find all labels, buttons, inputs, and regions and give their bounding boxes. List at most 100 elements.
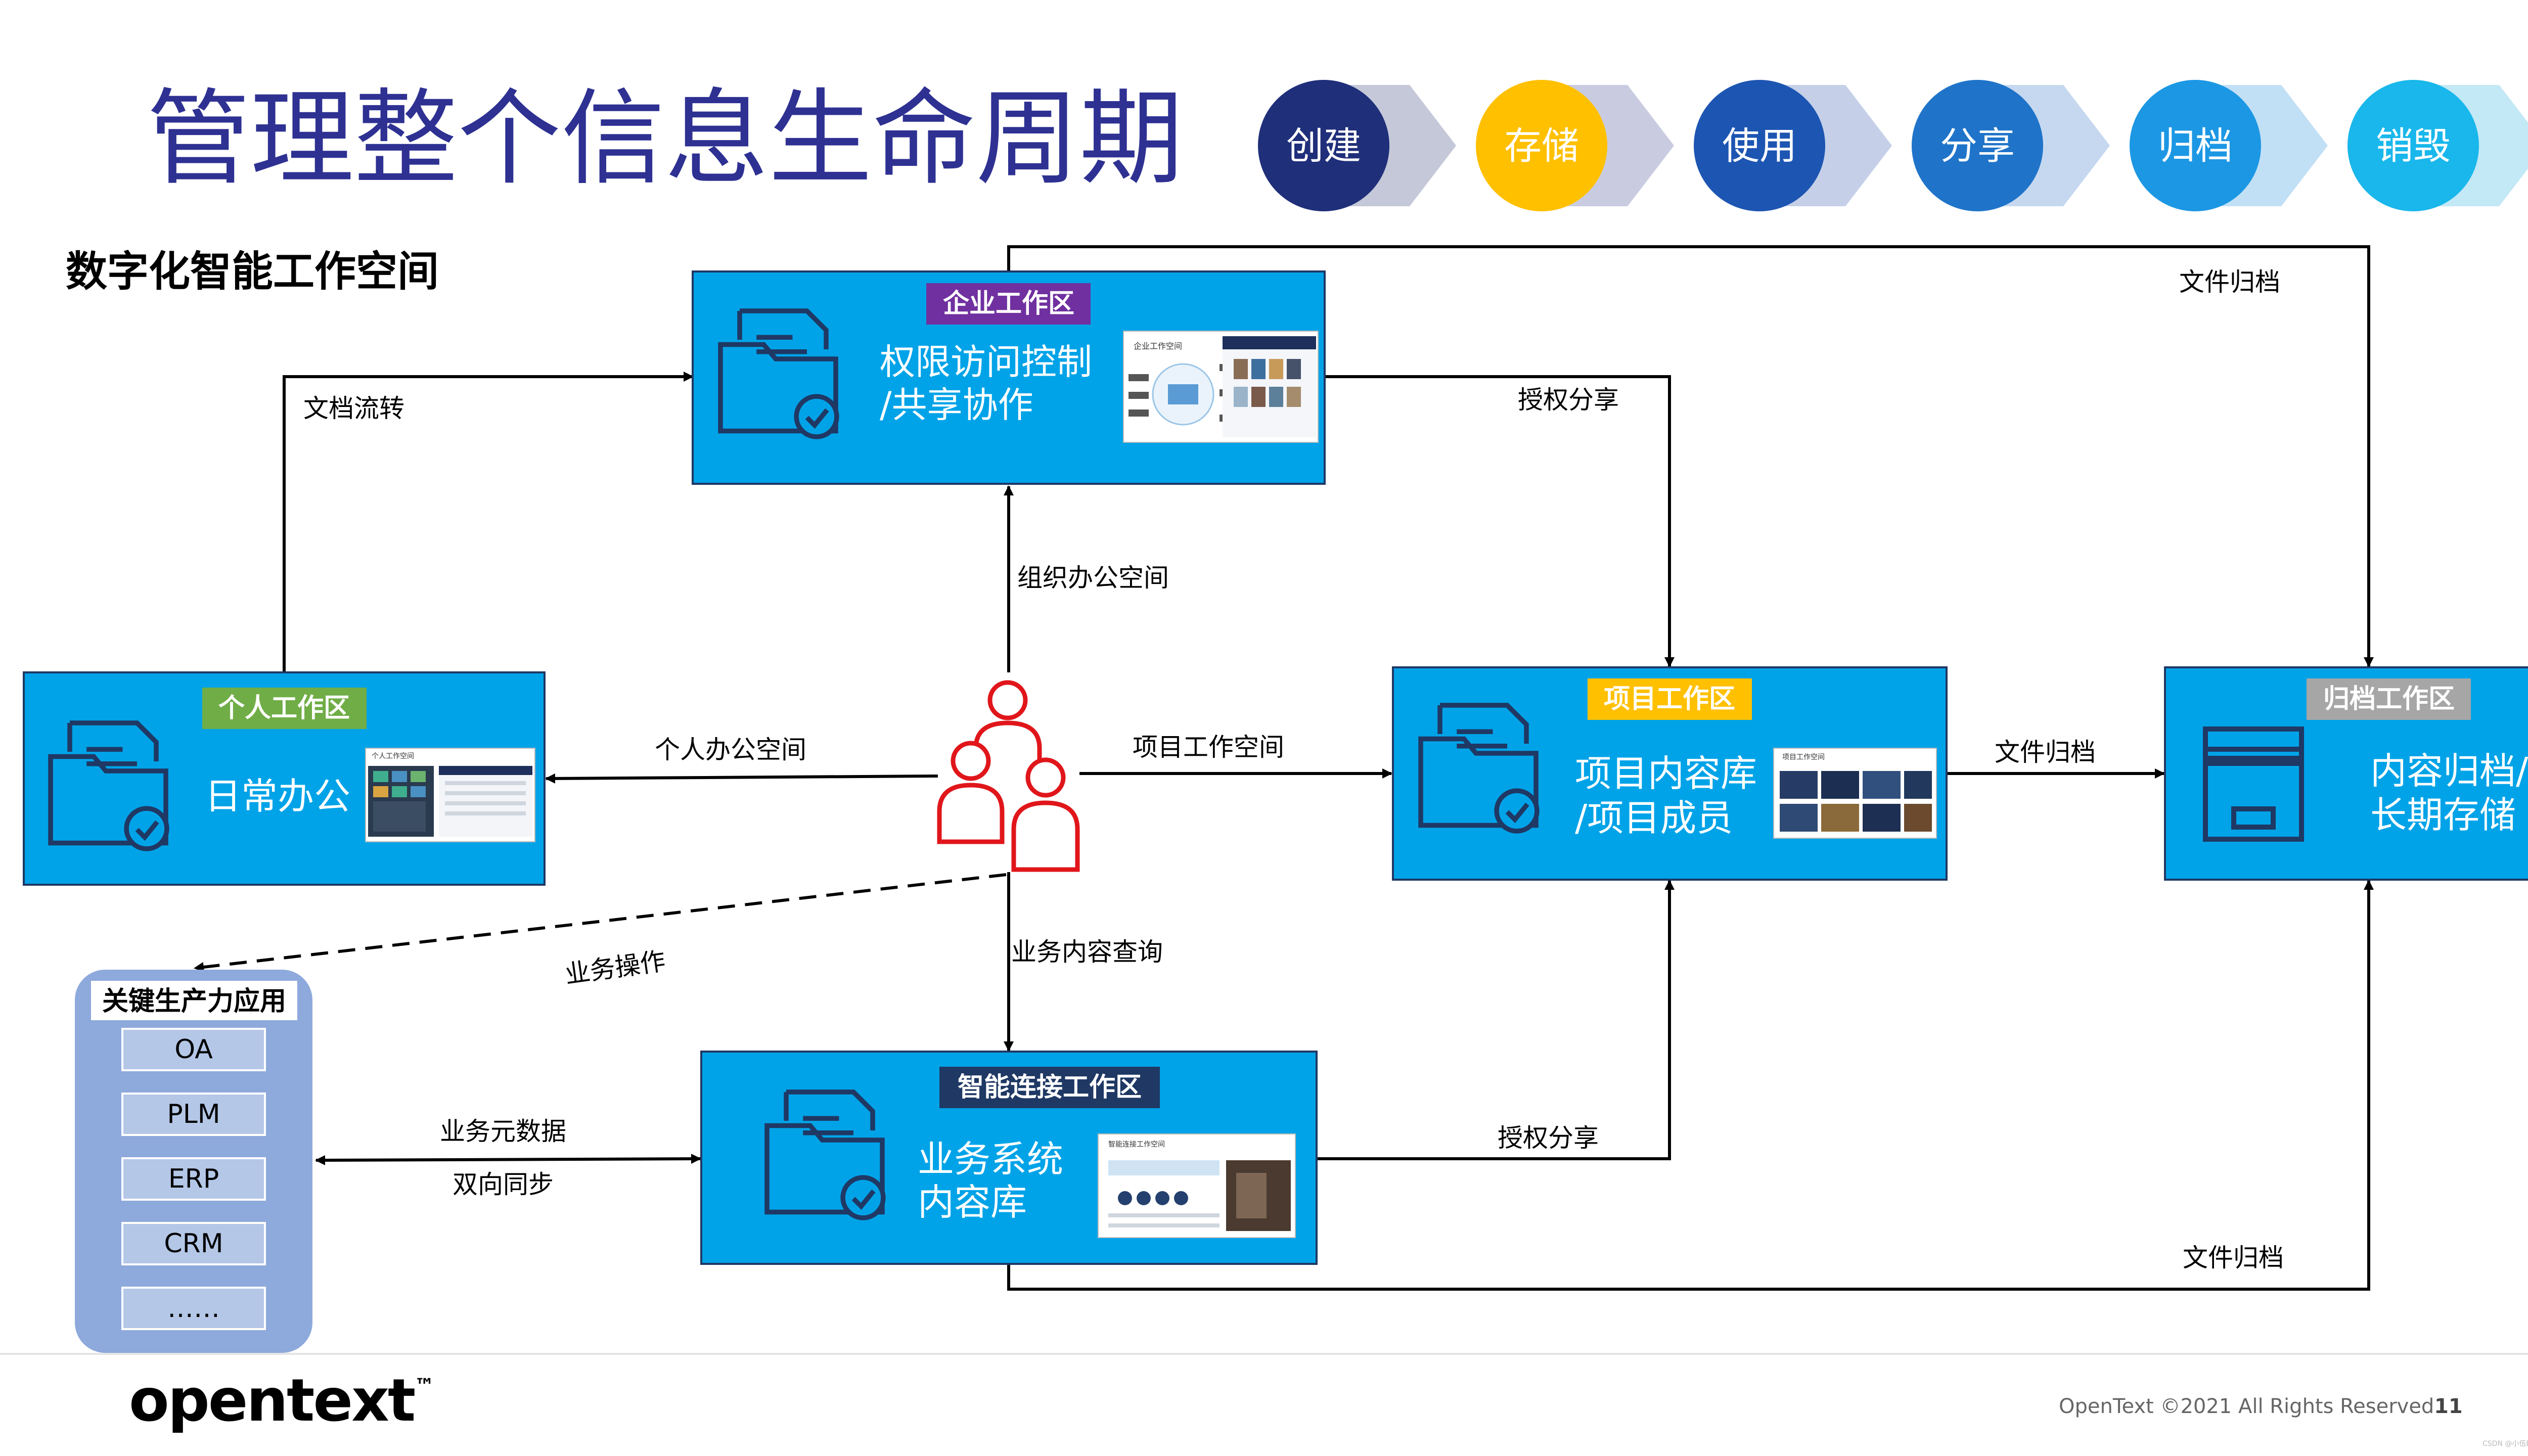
lifecycle-step-3: 使用	[1694, 80, 1892, 211]
lifecycle-step-label: 分享	[1940, 124, 2015, 168]
arrow-auth-share-top	[1326, 375, 1675, 667]
label-biz-query: 业务内容查询	[1011, 937, 1163, 967]
arrow-doc-flow	[283, 372, 694, 672]
lifecycle-step-label: 销毁	[2376, 124, 2451, 168]
trademark-mark: ™	[414, 1375, 433, 1398]
personal-screenshot-thumbnail: 个人工作空间	[365, 748, 535, 842]
section-subtitle: 数字化智能工作空间	[66, 248, 439, 296]
app-item: ERP	[121, 1157, 266, 1201]
arrow-file-archive-bottom	[1007, 880, 2374, 1291]
project-zone-tag-label: 项目工作区	[1604, 684, 1735, 714]
project-screenshot-thumbnail: 项目工作空间	[1773, 748, 1937, 839]
label-project-space: 项目工作空间	[1133, 733, 1284, 762]
personal-zone-tag	[202, 688, 367, 729]
label-file-archive-mid: 文件归档	[1995, 738, 2096, 767]
page-number: 11	[2434, 1395, 2463, 1418]
smart-connect-screenshot-caption: 智能连接工作空间	[1108, 1140, 1165, 1149]
lifecycle-circle	[1258, 80, 1389, 211]
lifecycle-step-label: 归档	[2158, 124, 2233, 168]
archive-zone-tag-label: 归档工作区	[2323, 684, 2455, 714]
enterprise-zone[interactable]: 企业工作区 权限访问控制 /共享协作 企业工作空间	[692, 270, 1326, 485]
app-item: CRM	[121, 1222, 266, 1265]
app-item-label: ……	[167, 1293, 220, 1324]
arrow-biz-ops	[194, 873, 1007, 972]
lifecycle-circle	[2130, 80, 2261, 211]
label-auth-share-top: 授权分享	[1518, 385, 1619, 415]
lifecycle-step-1: 创建	[1258, 80, 1456, 211]
lifecycle-step-2: 存储	[1476, 80, 1674, 211]
app-item-box	[121, 1222, 266, 1265]
opentext-logo: opentext™	[129, 1367, 433, 1435]
personal-screenshot-caption: 个人工作空间	[372, 752, 414, 760]
lifecycle-step-label: 创建	[1286, 124, 1361, 168]
smart-connect-screenshot-thumbnail: 智能连接工作空间	[1098, 1133, 1296, 1238]
enterprise-zone-tag	[926, 283, 1091, 325]
app-item-box	[121, 1157, 266, 1201]
arrow-personal-office	[545, 773, 938, 784]
smart-connect-zone-tag-label: 智能连接工作区	[958, 1072, 1142, 1103]
label-file-archive-top: 文件归档	[2179, 267, 2280, 297]
page-title: 管理整个信息生命周期	[147, 79, 1183, 199]
enterprise-zone-line2: /共享协作	[880, 384, 1033, 426]
enterprise-screenshot-caption: 企业工作空间	[1134, 341, 1182, 351]
label-biz-ops: 业务操作	[563, 946, 667, 989]
label-doc-flow: 文档流转	[303, 394, 404, 423]
arrow-file-archive-top	[1007, 245, 2374, 667]
enterprise-zone-line1: 权限访问控制	[880, 341, 1092, 383]
arrow-bi-sync	[315, 1154, 701, 1165]
lifecycle-steps: 创建 存储 使用 分享 归档 销毁	[1258, 80, 2528, 211]
watermark-text: CSDN @小伍BI	[2482, 1440, 2528, 1448]
enterprise-screenshot-thumbnail: 企业工作空间	[1123, 331, 1319, 443]
lifecycle-step-label: 存储	[1504, 124, 1579, 168]
lifecycle-step-label: 使用	[1722, 124, 1797, 168]
archive-zone-tag	[2307, 678, 2471, 720]
lifecycle-circle	[1912, 80, 2043, 211]
app-item-box	[121, 1093, 266, 1136]
project-zone[interactable]: 项目工作区 项目内容库 /项目成员 项目工作空间	[1392, 666, 1948, 881]
connector-lines	[194, 245, 2374, 1291]
personal-zone[interactable]: 个人工作区 日常办公 个人工作空间	[23, 671, 546, 886]
lifecycle-step-6: 销毁	[2348, 80, 2528, 211]
app-item: OA	[121, 1028, 266, 1071]
copyright-text: OpenText ©2021 All Rights Reserved.	[2059, 1395, 2441, 1418]
smart-connect-zone[interactable]: 智能连接工作区 业务系统 内容库 智能连接工作空间	[700, 1051, 1318, 1265]
project-zone-line1: 项目内容库	[1575, 752, 1757, 795]
app-item: ……	[121, 1287, 266, 1330]
key-apps-title: 关键生产力应用	[102, 986, 286, 1017]
personal-zone-line1: 日常办公	[205, 775, 350, 817]
arrow-auth-share-bottom	[1317, 880, 1675, 1160]
connector-labels: 文档流转 授权分享 文件归档 组织办公空间 个人办公空间 项目工作空间 文件归档…	[303, 267, 2284, 1272]
key-apps-panel: 关键生产力应用 OA PLM ERP CRM ……	[75, 970, 312, 1353]
lifecycle-circle	[1694, 80, 1825, 211]
archive-zone-line1: 内容归档/	[2370, 750, 2528, 792]
app-item: PLM	[121, 1093, 266, 1136]
label-auth-share-bottom: 授权分享	[1498, 1123, 1599, 1153]
app-item-box	[121, 1287, 266, 1330]
app-item-label: OA	[174, 1034, 213, 1065]
smart-connect-zone-tag	[939, 1067, 1160, 1108]
lifecycle-circle	[1476, 80, 1607, 211]
app-item-label: CRM	[164, 1228, 223, 1259]
label-personal-office: 个人办公空间	[655, 735, 806, 764]
label-bi-sync: 双向同步	[453, 1170, 554, 1199]
app-item-label: PLM	[167, 1099, 220, 1129]
archive-box-icon	[2203, 726, 2304, 842]
lifecycle-step-5: 归档	[2130, 80, 2328, 211]
project-zone-tag	[1588, 678, 1752, 720]
app-item-box	[121, 1028, 266, 1071]
lifecycle-circle	[2348, 80, 2479, 211]
personal-zone-tag-label: 个人工作区	[218, 693, 350, 723]
app-item-label: ERP	[168, 1164, 219, 1194]
users-group-icon	[937, 680, 1080, 872]
enterprise-zone-tag-label: 企业工作区	[943, 289, 1074, 319]
lifecycle-step-4: 分享	[1912, 80, 2110, 211]
label-file-archive-bottom: 文件归档	[2183, 1243, 2284, 1272]
archive-zone[interactable]: 归档工作区 内容归档/ 长期存储	[2164, 666, 2528, 881]
key-apps-title-bg	[91, 981, 297, 1020]
label-biz-meta: 业务元数据	[440, 1117, 566, 1146]
project-screenshot-caption: 项目工作空间	[1782, 753, 1825, 761]
archive-zone-line2: 长期存储	[2370, 794, 2516, 836]
smart-connect-zone-line2: 内容库	[918, 1181, 1027, 1223]
label-org-office: 组织办公空间	[1017, 563, 1169, 593]
project-zone-line2: /项目成员	[1575, 797, 1733, 839]
